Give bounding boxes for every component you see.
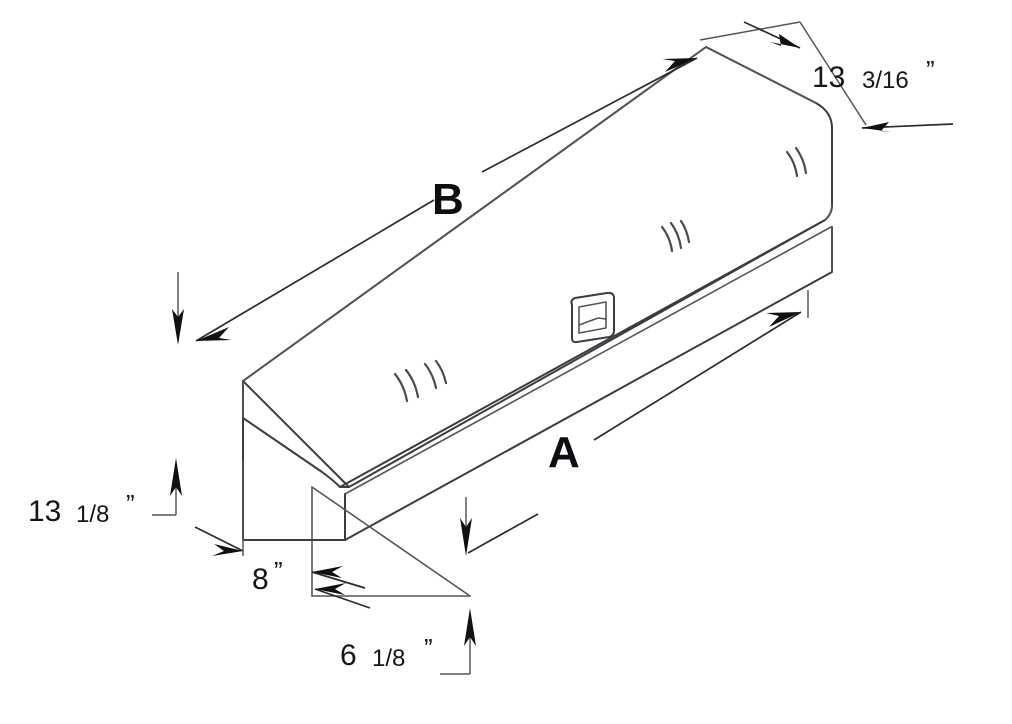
lid-front-lip-upper: [339, 219, 826, 488]
base-depth-unit: ”: [424, 633, 433, 663]
arrowhead-body-height-up: [170, 458, 182, 496]
base-bottom-diagonal: [311, 486, 471, 597]
arrowhead-b-left: [196, 327, 232, 341]
arrowhead-base-depth-upper: [312, 566, 343, 578]
dimension-body-height: 13 1/8 ”: [28, 458, 182, 528]
dimension-label-lid-overhang: 8 ”: [252, 556, 283, 596]
toolbox-geometry: [242, 46, 833, 597]
latch-outer-frame: [570, 291, 615, 344]
arrowhead-lid-depth-lower: [862, 122, 892, 132]
lid-overhang-unit: ”: [274, 556, 283, 586]
lid-depth-fraction: 3/16: [862, 67, 909, 94]
body-height-fraction: 1/8: [76, 501, 109, 528]
arrowhead-b-vertical-down: [172, 309, 184, 345]
body-height-whole: 13: [28, 495, 61, 528]
latch-pull-tab: [578, 317, 607, 326]
arrowhead-base-depth-up: [464, 608, 476, 646]
arrowhead-a-right: [766, 312, 801, 327]
lid-right-top-edge: [705, 46, 817, 104]
base-depth-whole: 6: [340, 639, 357, 672]
lid-right-corner-round: [824, 204, 833, 221]
shine-middle: [660, 219, 691, 253]
arrowhead-lid-depth-upper: [770, 34, 800, 48]
lid-depth-whole: 13: [812, 61, 845, 94]
dimension-base-depth: 6 1/8 ”: [311, 566, 476, 675]
label-a: A: [548, 428, 580, 477]
body-height-unit: ”: [126, 489, 135, 519]
dimension-label-lid-depth: 13 3/16 ”: [812, 55, 935, 94]
dimension-length-b: B: [172, 57, 698, 345]
shine-left: [393, 359, 448, 403]
dimension-lid-depth: 13 3/16 ”: [699, 21, 954, 132]
latch-handle[interactable]: [570, 291, 615, 344]
base-depth-fraction: 1/8: [372, 645, 405, 672]
label-b: B: [432, 175, 464, 224]
arrowhead-a-vertical-down: [460, 518, 472, 556]
lid-depth-unit: ”: [926, 55, 935, 85]
lid-overhang-whole: 8: [252, 563, 269, 596]
lid-back-edge: [242, 46, 707, 382]
arrowhead-base-depth-left: [315, 583, 346, 595]
shine-right: [785, 146, 808, 178]
dimension-lid-overhang: 8 ”: [194, 460, 283, 596]
arrowhead-overhang: [212, 544, 243, 556]
dimension-label-body-height: 13 1/8 ”: [28, 489, 135, 528]
dimension-length-a: A: [460, 290, 809, 556]
lid-front-lip-lower: [344, 226, 832, 495]
dimension-label-base-depth: 6 1/8 ”: [340, 633, 433, 672]
arrowhead-b-right: [662, 58, 697, 72]
